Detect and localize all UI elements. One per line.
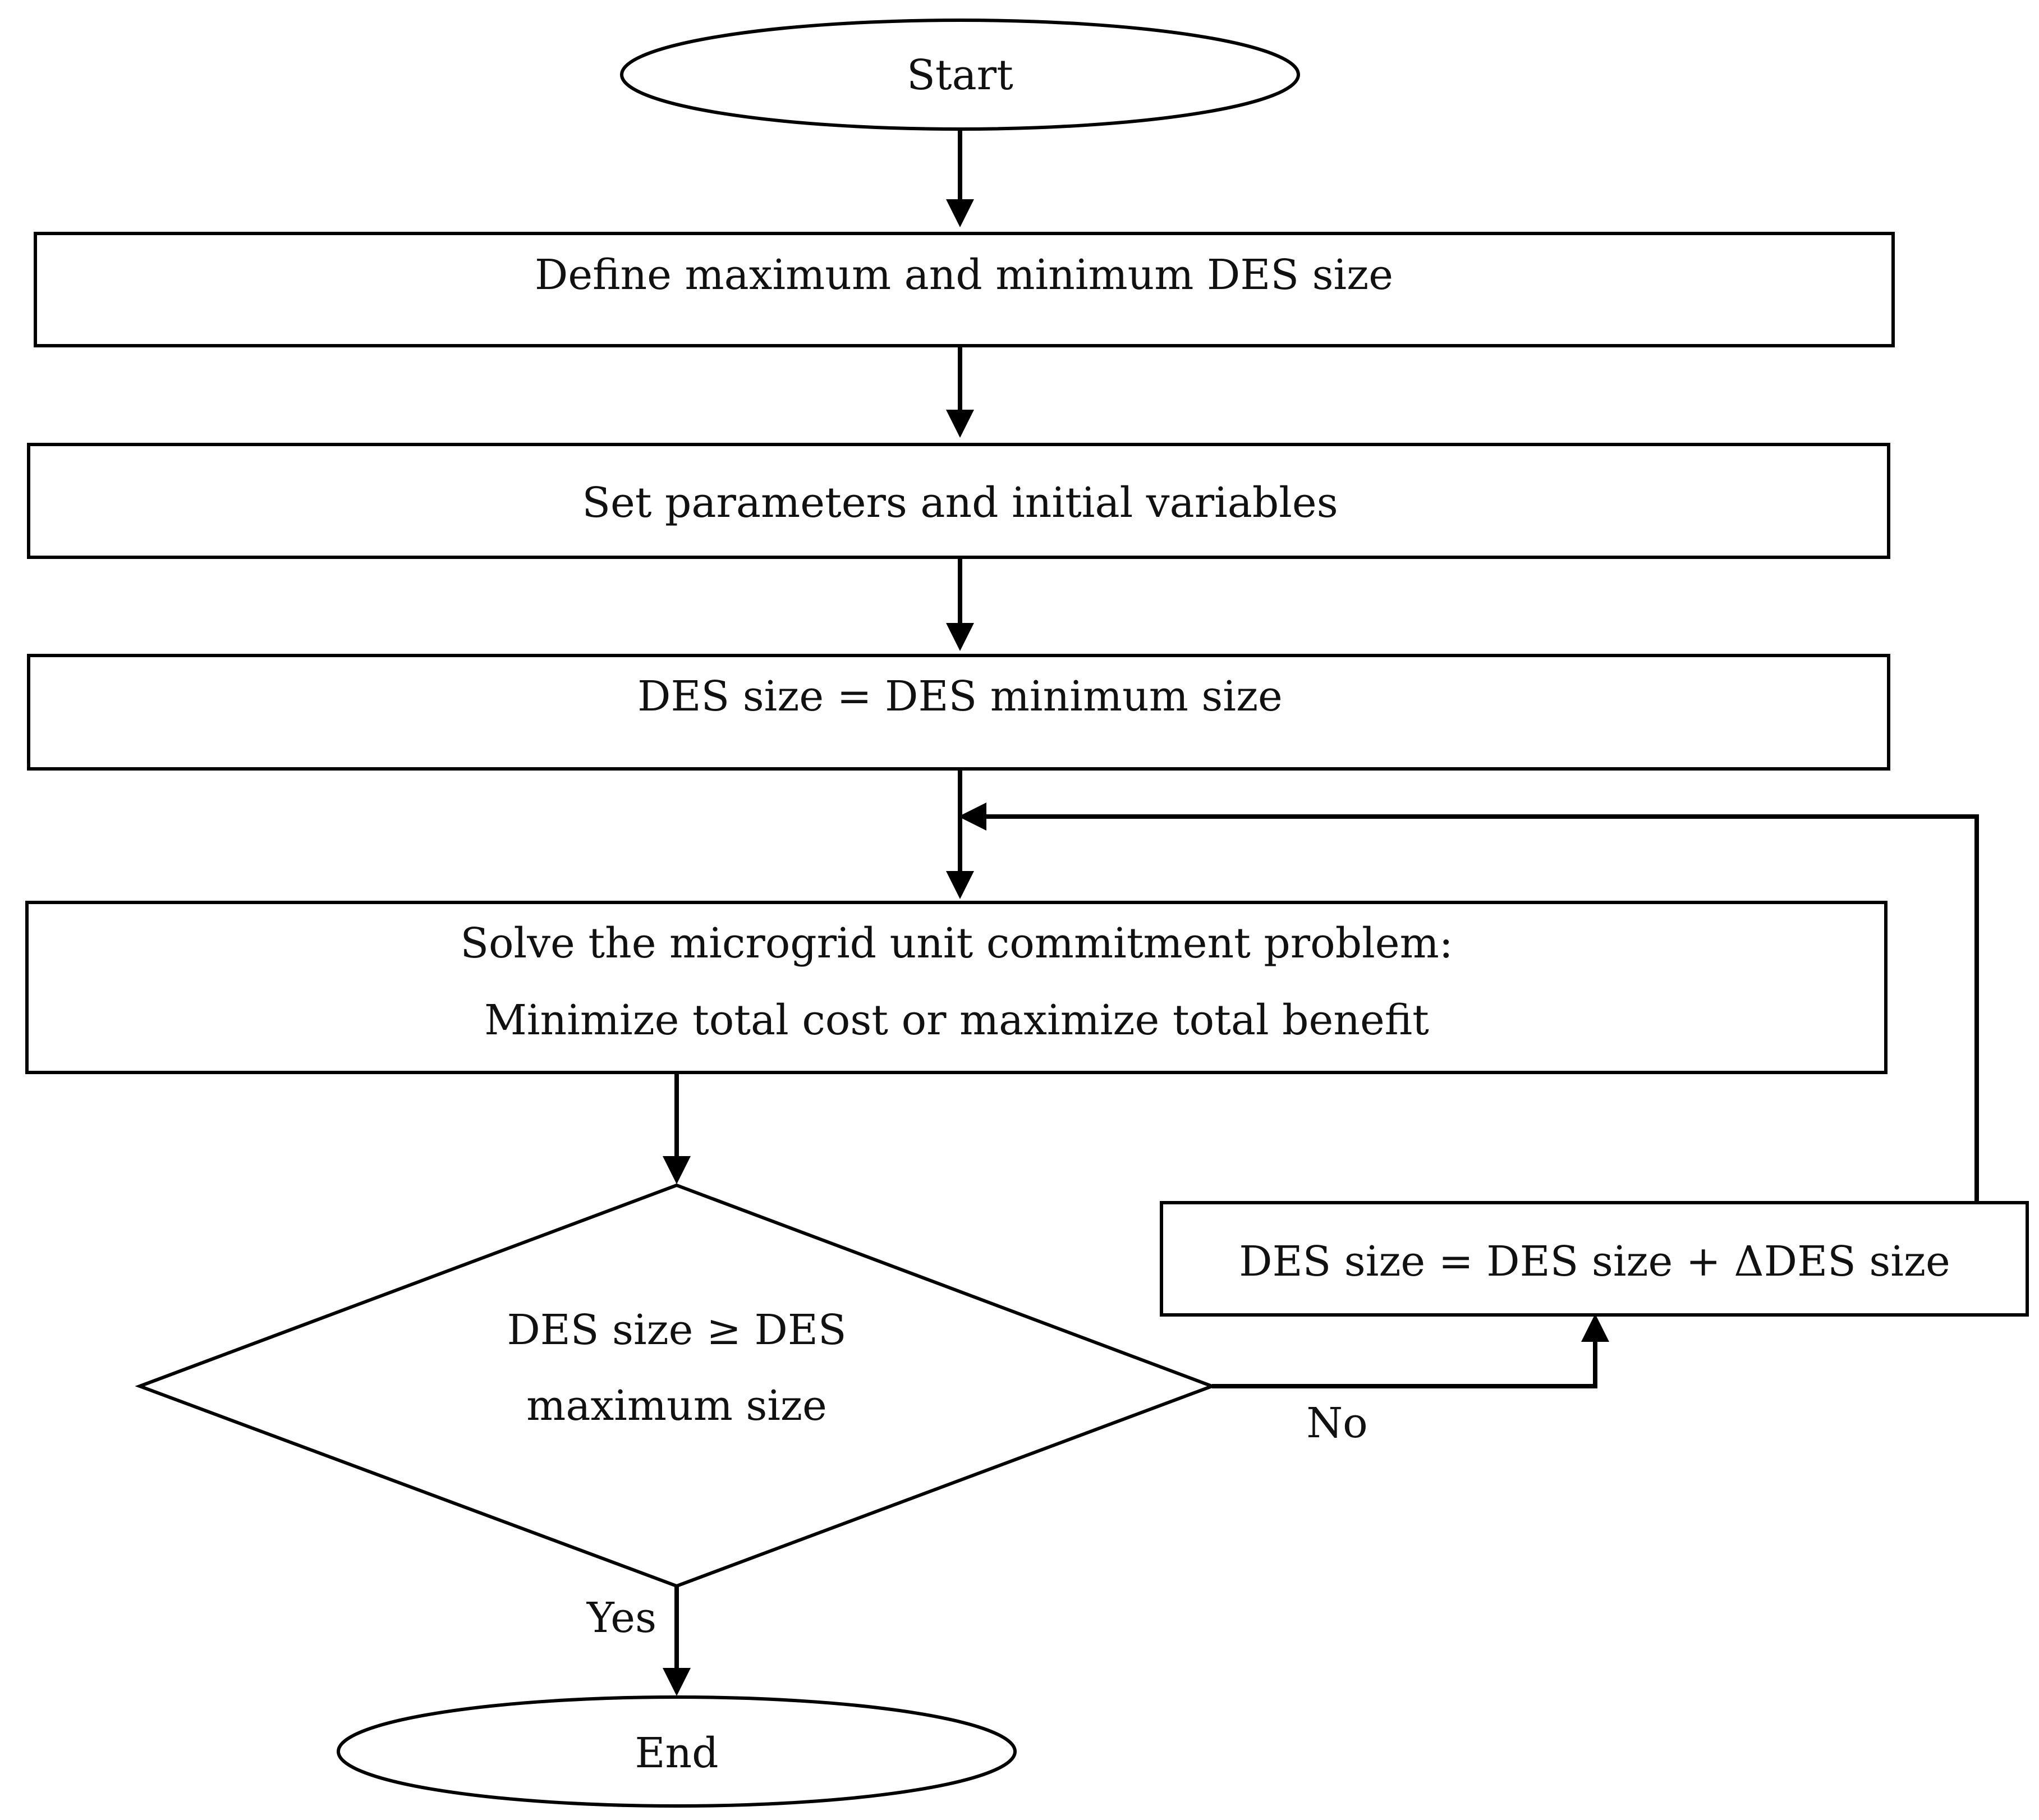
arrow-decision-to-increment <box>1212 1314 1609 1388</box>
arrow-define-to-params <box>946 346 974 438</box>
decision-diamond: DES size ≥ DES maximum size <box>135 1183 1217 1588</box>
end-node: End <box>337 1695 1017 1808</box>
define-size-box: Define maximum and minimum DES size <box>34 232 1895 347</box>
arrow-decision-to-end <box>663 1586 691 1696</box>
no-edge-label: No <box>1306 1399 1367 1447</box>
arrow-params-to-init <box>946 557 974 651</box>
start-node: Start <box>620 19 1300 131</box>
connectors <box>663 129 1979 1696</box>
solve-label-line2: Minimize total cost or maximize total be… <box>484 996 1429 1044</box>
arrow-solve-to-decision <box>663 1072 691 1184</box>
define-size-label: Define maximum and minimum DES size <box>535 251 1393 299</box>
arrow-init-to-solve <box>946 767 974 899</box>
yes-edge-label: Yes <box>586 1594 656 1642</box>
decision-label-line1: DES size ≥ DES <box>507 1306 846 1354</box>
solve-box: Solve the microgrid unit commitment prob… <box>25 901 1888 1074</box>
increment-box: DES size = DES size + ΔDES size <box>1160 1201 2029 1317</box>
set-parameters-label: Set parameters and initial variables <box>582 479 1338 527</box>
des-init-label: DES size = DES minimum size <box>637 672 1283 721</box>
end-label: End <box>635 1729 718 1777</box>
increment-label: DES size = DES size + ΔDES size <box>1239 1237 1950 1286</box>
set-parameters-box: Set parameters and initial variables <box>27 443 1890 559</box>
decision-label-line2: maximum size <box>526 1382 827 1430</box>
start-label: Start <box>907 51 1013 99</box>
arrow-start-to-define <box>946 129 974 227</box>
solve-label-line1: Solve the microgrid unit commitment prob… <box>460 919 1453 968</box>
arrow-loop-back <box>958 803 1979 1203</box>
des-init-box: DES size = DES minimum size <box>27 654 1890 771</box>
